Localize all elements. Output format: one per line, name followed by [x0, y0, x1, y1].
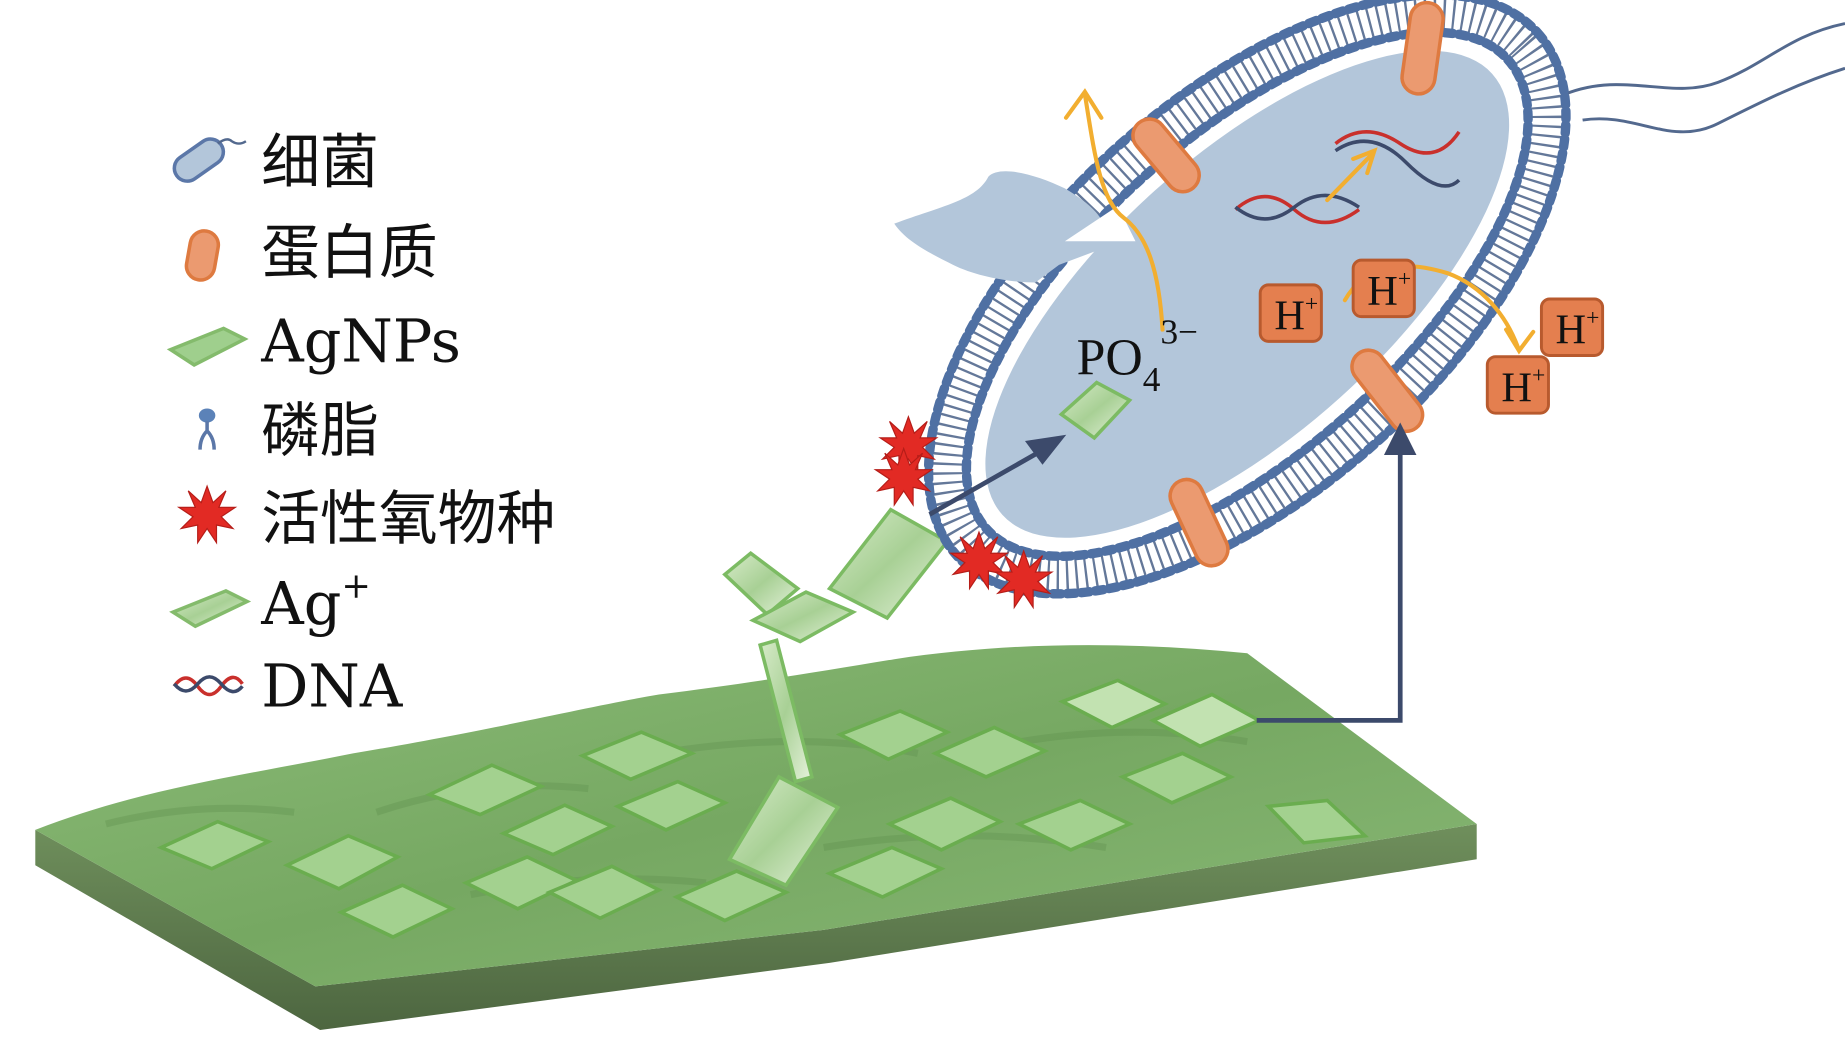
proton-outside: H+ — [1539, 297, 1605, 357]
embedded-agnp — [1058, 678, 1170, 730]
embedded-agnp — [578, 730, 697, 782]
proton-plus: + — [1586, 305, 1599, 331]
embedded-agnp — [613, 779, 730, 832]
ag-ion-text: Ag — [260, 569, 341, 638]
substrate-to-membrane-arrow — [1256, 453, 1403, 723]
embedded-agnp — [825, 845, 946, 899]
embedded-agnp — [885, 796, 1005, 852]
legend-label-dna: DNA — [261, 651, 404, 720]
navy-arrows — [928, 422, 1417, 723]
bacterium: PO43− H+ H+ H+ H+ — [874, 0, 1845, 608]
proton-text: H+ — [1501, 363, 1545, 412]
embedded-agnp — [1014, 798, 1134, 852]
ag-ion-superscript: + — [341, 566, 371, 607]
proton-h: H — [1501, 364, 1532, 411]
proton-text: H+ — [1556, 305, 1600, 354]
phosphate-efflux-arrow — [1082, 92, 1165, 332]
dna-fragments — [1234, 130, 1461, 225]
proton-inside: H+ — [1258, 283, 1323, 343]
proton-outside: H+ — [1485, 355, 1550, 415]
flagellum — [1582, 66, 1845, 134]
legend-label-ros: 活性氧物种 — [261, 484, 555, 553]
proton-text: H+ — [1367, 266, 1411, 315]
arrow-head — [1063, 88, 1104, 120]
phosphate-superscript: 3− — [1160, 313, 1198, 352]
embedded-agnp — [499, 803, 617, 857]
dna-strand — [1334, 130, 1461, 155]
substrate-side — [35, 823, 1477, 1030]
embedded-agnp — [1264, 798, 1369, 845]
ros-star-icon — [178, 485, 236, 544]
legend-item-dna: DNA — [172, 651, 404, 720]
phosphate-subscript: 4 — [1143, 360, 1161, 399]
dna-damage-arrow — [1325, 153, 1373, 203]
dna-icon — [172, 675, 244, 697]
dna-strand — [1234, 193, 1361, 221]
arrow-head — [1504, 327, 1536, 355]
proton-h: H — [1274, 293, 1305, 340]
flagellum — [1564, 22, 1845, 96]
ag-ion-icon — [169, 588, 252, 629]
embedded-agnp — [337, 883, 456, 939]
embedded-agnp — [1118, 751, 1235, 805]
cytoplasm-leak — [894, 171, 1108, 283]
phospholipid-icon — [198, 408, 216, 450]
ag-ion-flake — [722, 551, 801, 617]
legend-item-bacteria: 细菌 — [172, 127, 379, 196]
agnp-penetration-arrow — [928, 448, 1043, 517]
proton-inside: H+ — [1351, 258, 1416, 319]
legend-label-ag-ion: Ag+ — [260, 566, 371, 638]
legend-item-agnps: AgNPs — [166, 306, 461, 375]
legend: 细菌 蛋白质 AgNPs 磷脂 活性氧物种 Ag+ — [166, 127, 555, 720]
legend-label-phospholipid: 磷脂 — [261, 396, 379, 465]
legend-label-bacteria: 细菌 — [261, 127, 379, 196]
proton-plus: + — [1532, 363, 1545, 389]
phosphate-text: PO — [1077, 329, 1143, 386]
dna-strand — [1334, 139, 1461, 188]
proton-plus: + — [1398, 266, 1411, 292]
internalized-agnp — [1058, 380, 1133, 441]
ag-ion-flake — [749, 590, 858, 644]
legend-item-ros: 活性氧物种 — [178, 484, 555, 553]
ag-ion-flake — [727, 774, 841, 888]
embedded-agnp — [282, 833, 402, 891]
embedded-agnps — [156, 678, 1369, 939]
embedded-agnp — [545, 864, 663, 921]
legend-label-agnps: AgNPs — [260, 306, 461, 375]
embedded-agnp — [931, 725, 1050, 779]
legend-item-phospholipid: 磷脂 — [198, 396, 379, 465]
proton-h: H — [1367, 268, 1398, 315]
membrane-protein — [1131, 117, 1201, 194]
proton-h: H — [1556, 307, 1587, 354]
released-ag-ions — [722, 507, 950, 888]
membrane-protein — [1168, 477, 1230, 568]
proton-plus: + — [1305, 291, 1318, 317]
dna-strand — [1234, 194, 1361, 225]
bacteria-icon — [172, 137, 247, 183]
protein-icon — [184, 229, 221, 282]
arrow-head — [1351, 147, 1378, 176]
agnp-icon — [166, 326, 249, 367]
legend-item-protein: 蛋白质 — [184, 218, 438, 287]
phosphate-label: PO4 3− — [1077, 313, 1198, 399]
legend-label-protein: 蛋白质 — [261, 218, 437, 287]
embedded-agnp — [425, 763, 546, 817]
arrow-head — [1024, 434, 1067, 465]
arrow-head — [1383, 422, 1417, 455]
embedded-agnp — [672, 869, 791, 923]
proton-text: H+ — [1274, 291, 1318, 340]
membrane-proteins — [1131, 0, 1445, 568]
legend-item-ag-ion: Ag+ — [169, 566, 371, 638]
embedded-agnp — [156, 819, 273, 871]
embedded-agnp — [835, 709, 952, 762]
ag-ion-flake — [826, 507, 950, 621]
membrane-protein — [1400, 0, 1445, 96]
ag-ion-flake — [757, 638, 815, 784]
membrane-protein — [1350, 348, 1425, 434]
